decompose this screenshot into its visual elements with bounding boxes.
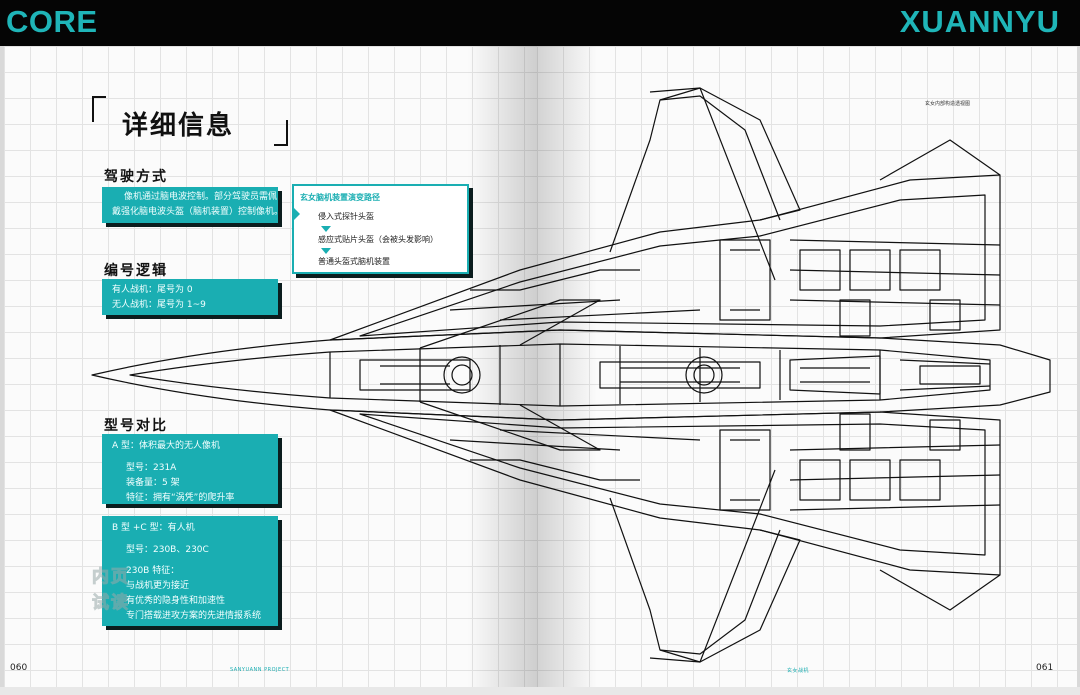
type-a-line-2: 装备量：5 架 (126, 478, 180, 488)
left-page: 详细信息 驾驶方式 像机通过脑电波控制。部分驾驶员需佩 戴强化脑电波头盔（脑机装… (4, 46, 537, 687)
flow-box: 玄女脑机装置演变路径 侵入式探针头盔 感应式贴片头盔（会被头发影响） 普通头盔式… (292, 184, 469, 274)
piloting-box: 像机通过脑电波控制。部分驾驶员需佩 戴强化脑电波头盔（脑机装置）控制像机。 (102, 187, 284, 223)
flow-notch (292, 206, 300, 222)
watermark: 内页 试读 (90, 540, 170, 630)
numbering-box: 有人战机：尾号为 0 无人战机：尾号为 1~9 (102, 279, 278, 315)
type-a-line-3: 特征：拥有“涡凭”的爬升率 (126, 493, 235, 503)
bracket-top-left (92, 96, 106, 122)
header-bar: CORE XUANNYU (0, 0, 1080, 46)
right-page: 玄女内部构造透视图 玄女战机 061 (537, 46, 1077, 687)
type-bc-line-2: 230B 特征： (126, 566, 180, 576)
page-bottom-edge (0, 687, 1080, 695)
footer-right-text: 玄女战机 (787, 668, 810, 674)
type-a-line-1: 型号：231A (126, 463, 177, 473)
title-block: 详细信息 (92, 96, 288, 146)
heading-piloting: 驾驶方式 (104, 169, 168, 185)
flow-title: 玄女脑机装置演变路径 (300, 193, 380, 202)
heading-numbering: 编号逻辑 (104, 263, 168, 279)
type-bc-line-3: 与战机更为接近 (126, 581, 190, 591)
piloting-line-1: 像机通过脑电波控制。部分驾驶员需佩 (124, 192, 278, 202)
type-bc-line-4: 有优秀的隐身性和加速性 (126, 596, 226, 606)
type-a-title: A 型：体积最大的无人像机 (112, 441, 221, 451)
type-bc-line-5: 专门搭载进攻方案的先进情报系统 (126, 611, 262, 621)
gutter-shadow (537, 46, 597, 687)
watermark-line-2: 试读 (92, 593, 130, 614)
gutter-shadow (467, 46, 537, 687)
bracket-bottom-right (274, 120, 288, 146)
flow-step-2: 感应式贴片头盔（会被头发影响） (318, 235, 438, 244)
page-title: 详细信息 (122, 111, 235, 141)
type-bc-title: B 型 +C 型：有人机 (112, 523, 195, 533)
page-number-right: 061 (1036, 663, 1054, 673)
brand-right: XUANNYU (899, 4, 1060, 39)
heading-comparison: 型号对比 (104, 418, 168, 434)
watermark-line-1: 内页 (92, 567, 130, 588)
numbering-line-2: 无人战机：尾号为 1~9 (112, 300, 206, 310)
page-number-left: 060 (10, 663, 28, 673)
type-bc-line-1: 型号：230B、230C (126, 545, 209, 555)
numbering-line-1: 有人战机：尾号为 0 (112, 285, 193, 295)
flow-step-3: 普通头盔式脑机装置 (318, 257, 390, 266)
type-a-box: A 型：体积最大的无人像机 型号：231A 装备量：5 架 特征：拥有“涡凭”的… (102, 434, 278, 504)
brand-left: CORE (6, 4, 98, 39)
footer-left-text: SANYUANN PROJECT (230, 667, 290, 673)
piloting-line-2: 戴强化脑电波头盔（脑机装置）控制像机。 (112, 207, 284, 217)
flow-arrow-2 (321, 248, 331, 254)
diagram-label: 玄女内部构造透视图 (925, 101, 971, 107)
flow-step-1: 侵入式探针头盔 (318, 212, 374, 221)
flow-arrow-1 (321, 226, 331, 232)
type-bc-box: B 型 +C 型：有人机 型号：230B、230C 230B 特征： 与战机更为… (102, 516, 278, 626)
